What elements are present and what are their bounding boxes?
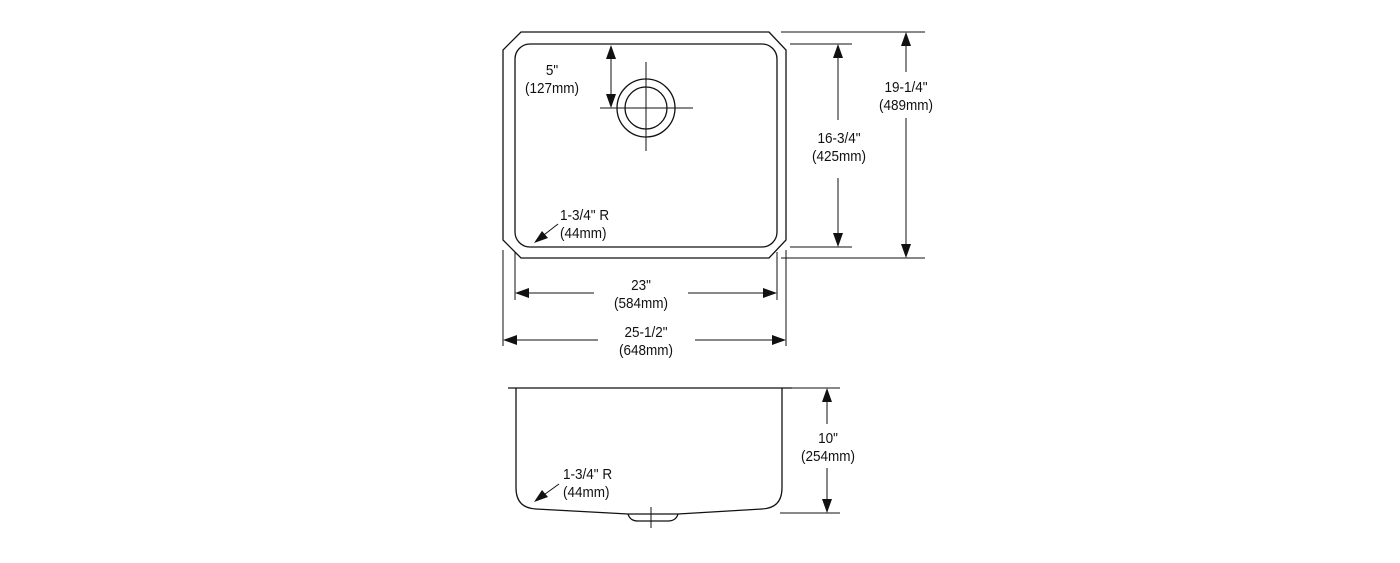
bowl-depth-imperial: 10" <box>818 430 838 447</box>
corner-radius-side-metric: (44mm) <box>563 484 610 501</box>
outer-width-imperial: 25-1/2" <box>624 324 668 341</box>
inner-width-metric: (584mm) <box>613 295 668 312</box>
inner-depth-label: 16-3/4" (425mm) <box>803 130 875 166</box>
outer-width-metric: (648mm) <box>618 342 673 359</box>
inner-width-label: 23" (584mm) <box>605 277 677 313</box>
corner-radius-side-label: 1-3/4" R (44mm) <box>563 466 612 502</box>
inner-depth-metric: (425mm) <box>811 148 866 165</box>
inner-depth-imperial: 16-3/4" <box>817 130 861 147</box>
outer-depth-metric: (489mm) <box>878 97 933 114</box>
outer-depth-label: 19-1/4" (489mm) <box>870 79 942 115</box>
outer-width-label: 25-1/2" (648mm) <box>610 324 682 360</box>
corner-radius-arrow-top <box>534 223 559 243</box>
side-view <box>508 387 840 528</box>
outer-depth-imperial: 19-1/4" <box>884 79 928 96</box>
drain-offset-dimension <box>606 45 616 108</box>
inner-width-dimension <box>515 288 777 298</box>
bowl-depth-metric: (254mm) <box>800 448 855 465</box>
side-view-drain-outlet <box>627 513 679 522</box>
drain-icon <box>600 62 693 151</box>
bowl-depth-dimension <box>822 388 832 513</box>
drain-offset-label: 5" (127mm) <box>516 62 588 98</box>
drain-offset-imperial: 5" <box>545 62 559 79</box>
side-view-bowl-profile <box>515 388 783 515</box>
corner-radius-top-imperial: 1-3/4" R <box>560 207 610 224</box>
top-view <box>502 31 925 346</box>
outer-width-dimension <box>503 335 786 345</box>
outer-depth-dimension <box>901 32 911 258</box>
inner-width-imperial: 23" <box>631 277 651 294</box>
corner-radius-arrow-side <box>534 483 560 502</box>
drain-offset-metric: (127mm) <box>524 80 579 97</box>
corner-radius-side-imperial: 1-3/4" R <box>563 466 613 483</box>
corner-radius-top-label: 1-3/4" R (44mm) <box>560 207 609 243</box>
bowl-depth-label: 10" (254mm) <box>792 430 864 466</box>
outer-flange-outline <box>502 31 787 259</box>
corner-radius-top-metric: (44mm) <box>560 225 607 242</box>
inner-depth-dimension <box>833 44 843 247</box>
inner-bowl-outline <box>514 43 778 248</box>
